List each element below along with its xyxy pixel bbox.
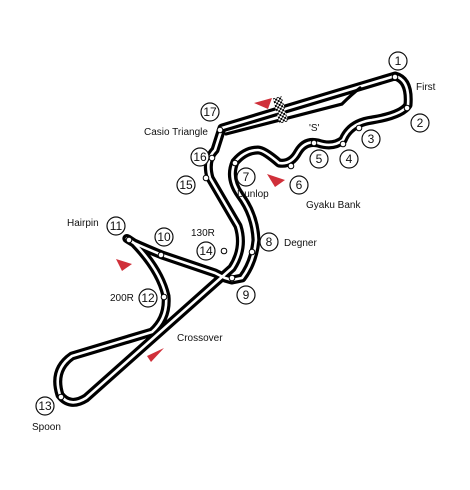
track [53, 71, 413, 407]
turn-number: 4 [346, 152, 353, 166]
turn-number: 1 [395, 54, 402, 68]
turn-number: 8 [266, 235, 273, 249]
turn-number: 11 [110, 219, 123, 233]
turn-number: 17 [203, 105, 217, 119]
turn-name: 200R [110, 293, 134, 304]
direction-arrow-icon [267, 174, 285, 187]
turn-number: 6 [296, 178, 303, 192]
turn-number: 9 [243, 288, 250, 302]
turn-number: 2 [417, 116, 424, 130]
turn-name: Casio Triangle [144, 127, 208, 138]
turn-13: 13 Spoon [32, 396, 61, 433]
direction-arrow-icon [254, 98, 272, 109]
turn-name: Spoon [32, 422, 61, 433]
turn-number: 5 [316, 152, 323, 166]
pit-lane [224, 86, 362, 136]
turn-name: Degner [284, 238, 317, 249]
turn-name: 130R [191, 228, 215, 239]
direction-arrow-icon [147, 348, 164, 362]
turn-15: 15 [176, 175, 196, 195]
turn-2: 2 [410, 113, 430, 133]
start-finish-line [272, 96, 289, 124]
turn-11: 11 Hairpin [67, 216, 126, 236]
turn-16: 16 [190, 147, 210, 167]
turn-name: Dunlop [237, 189, 269, 200]
turn-number: 10 [157, 230, 171, 244]
turn-name: Gyaku Bank [306, 200, 361, 211]
direction-arrows [116, 98, 285, 362]
turn-name: Hairpin [67, 218, 99, 229]
turn-9: 9 [236, 285, 256, 305]
turn-14: 14 130R [191, 228, 216, 261]
turn-number: 16 [193, 150, 207, 164]
turn-3: 3 [361, 129, 381, 149]
corner-markers [57, 73, 411, 401]
turn-6: 6 Gyaku Bank [289, 175, 361, 211]
turn-number: 15 [179, 178, 193, 192]
turn-17: 17 Casio Triangle [144, 102, 220, 138]
track-center-line [56, 74, 410, 404]
crossover-label: Crossover [177, 333, 223, 344]
turn-1: 1 First [388, 51, 436, 93]
turn-8: 8 Degner [259, 232, 317, 252]
turn-number: 12 [141, 291, 155, 305]
turn-number: 13 [38, 399, 52, 413]
turn-number: 7 [243, 170, 250, 184]
turn-name: 'S' [309, 123, 320, 134]
turn-5: 5 'S' [309, 123, 329, 169]
turn-7: 7 Dunlop [236, 167, 269, 200]
turn-name: First [416, 82, 436, 93]
turn-number: 3 [368, 132, 375, 146]
turn-4: 4 [339, 149, 359, 169]
direction-arrow-icon [116, 259, 132, 271]
turn-12: 12 200R [110, 288, 158, 308]
turn-10: 10 [154, 227, 174, 247]
turn-number: 14 [199, 244, 213, 258]
